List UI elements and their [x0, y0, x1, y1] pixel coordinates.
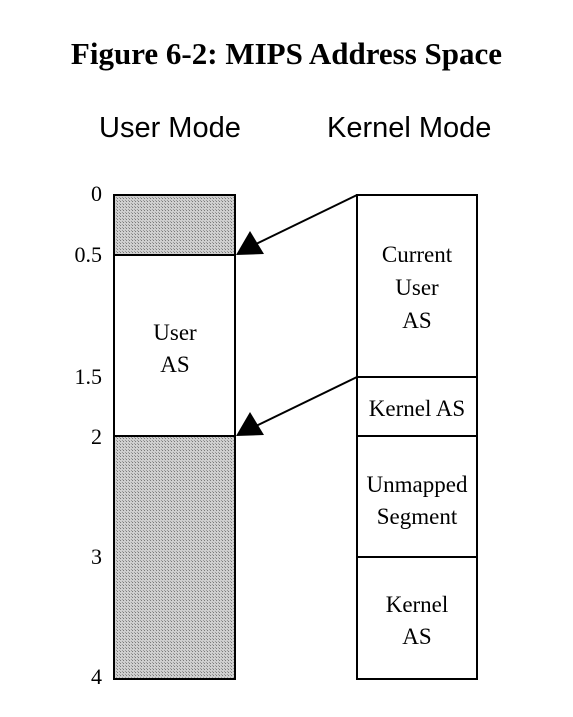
tick-label: 0 — [91, 181, 102, 206]
tick-label: 3 — [91, 544, 102, 569]
tick-label: 2 — [91, 424, 102, 449]
user-as-label-line1: User — [153, 320, 197, 345]
figure-title: Figure 6-2: MIPS Address Space — [70, 36, 503, 71]
user-as-label-line2: AS — [160, 352, 189, 377]
arrow-current-user-as-shaft — [255, 194, 358, 245]
kernel-as-line2: AS — [402, 624, 431, 649]
kernel-segment-kernel-as — [356, 556, 478, 680]
kernel-segment-unmapped — [356, 435, 478, 558]
current-user-as-line2: User — [395, 275, 439, 300]
kernel-as-line1: Kernel — [386, 592, 449, 617]
tick-label: 4 — [91, 664, 102, 689]
user-mode-heading: User Mode — [99, 112, 241, 144]
unmapped-segment-line2: Segment — [377, 504, 458, 529]
arrow-current-user-as-head — [236, 231, 264, 255]
user-segment-user-as — [113, 254, 236, 437]
unmapped-segment-line1: Unmapped — [367, 472, 468, 497]
user-segment-reserved-low — [113, 194, 236, 256]
user-segment-reserved-high — [113, 435, 236, 680]
current-user-as-line3: AS — [402, 308, 431, 333]
current-user-as-line1: Current — [382, 242, 453, 267]
arrow-kernel-as-shaft — [255, 376, 358, 427]
kernel-mode-column: Current User AS Kernel AS Unmapped Segme… — [356, 194, 478, 680]
arrow-kernel-as-head — [236, 412, 264, 436]
kernel-mode-heading: Kernel Mode — [327, 112, 492, 144]
mapping-arrows — [236, 194, 358, 436]
kernel-segment-current-user-as — [356, 194, 478, 378]
tick-label: 1.5 — [74, 364, 103, 389]
kernel-as-mapped-label: Kernel AS — [369, 396, 465, 421]
user-mode-column: User AS — [113, 194, 236, 680]
tick-label: 0.5 — [74, 242, 103, 267]
